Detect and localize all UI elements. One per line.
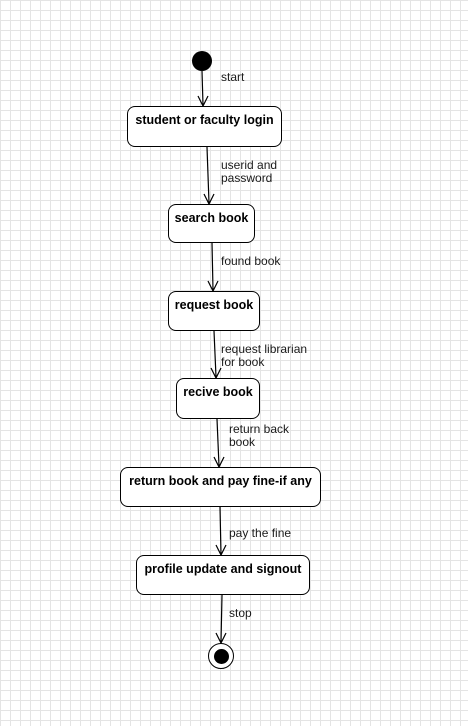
edge-return-profile <box>219 506 222 555</box>
edge-search-request <box>211 242 214 291</box>
node-login[interactable]: student or faculty login <box>127 106 282 147</box>
edge-label-stop: stop <box>229 606 252 620</box>
edge-start-login <box>201 70 204 106</box>
edge-label-found-book: found book <box>221 254 281 268</box>
edge-label-start: start <box>221 70 245 84</box>
edge-login-search <box>206 146 210 204</box>
end-node-inner <box>213 648 229 664</box>
edge-label-return-back: return back book <box>229 422 290 449</box>
edge-label-request-librarian: request librarian for book <box>221 342 308 369</box>
node-search-book[interactable]: search book <box>168 204 255 243</box>
edge-profile-end <box>220 594 223 643</box>
node-return-pay-fine[interactable]: return book and pay fine-if any <box>120 467 321 507</box>
node-request-book[interactable]: request book <box>168 291 260 331</box>
edge-request-receive <box>213 330 217 378</box>
edge-label-pay-fine: pay the fine <box>229 526 292 540</box>
end-node <box>208 643 234 669</box>
node-profile-signout[interactable]: profile update and signout <box>136 555 310 595</box>
edge-label-userid-password: userid and password <box>221 158 278 185</box>
edge-receive-return <box>216 418 220 467</box>
start-node <box>192 51 212 71</box>
node-receive-book[interactable]: recive book <box>176 378 260 419</box>
